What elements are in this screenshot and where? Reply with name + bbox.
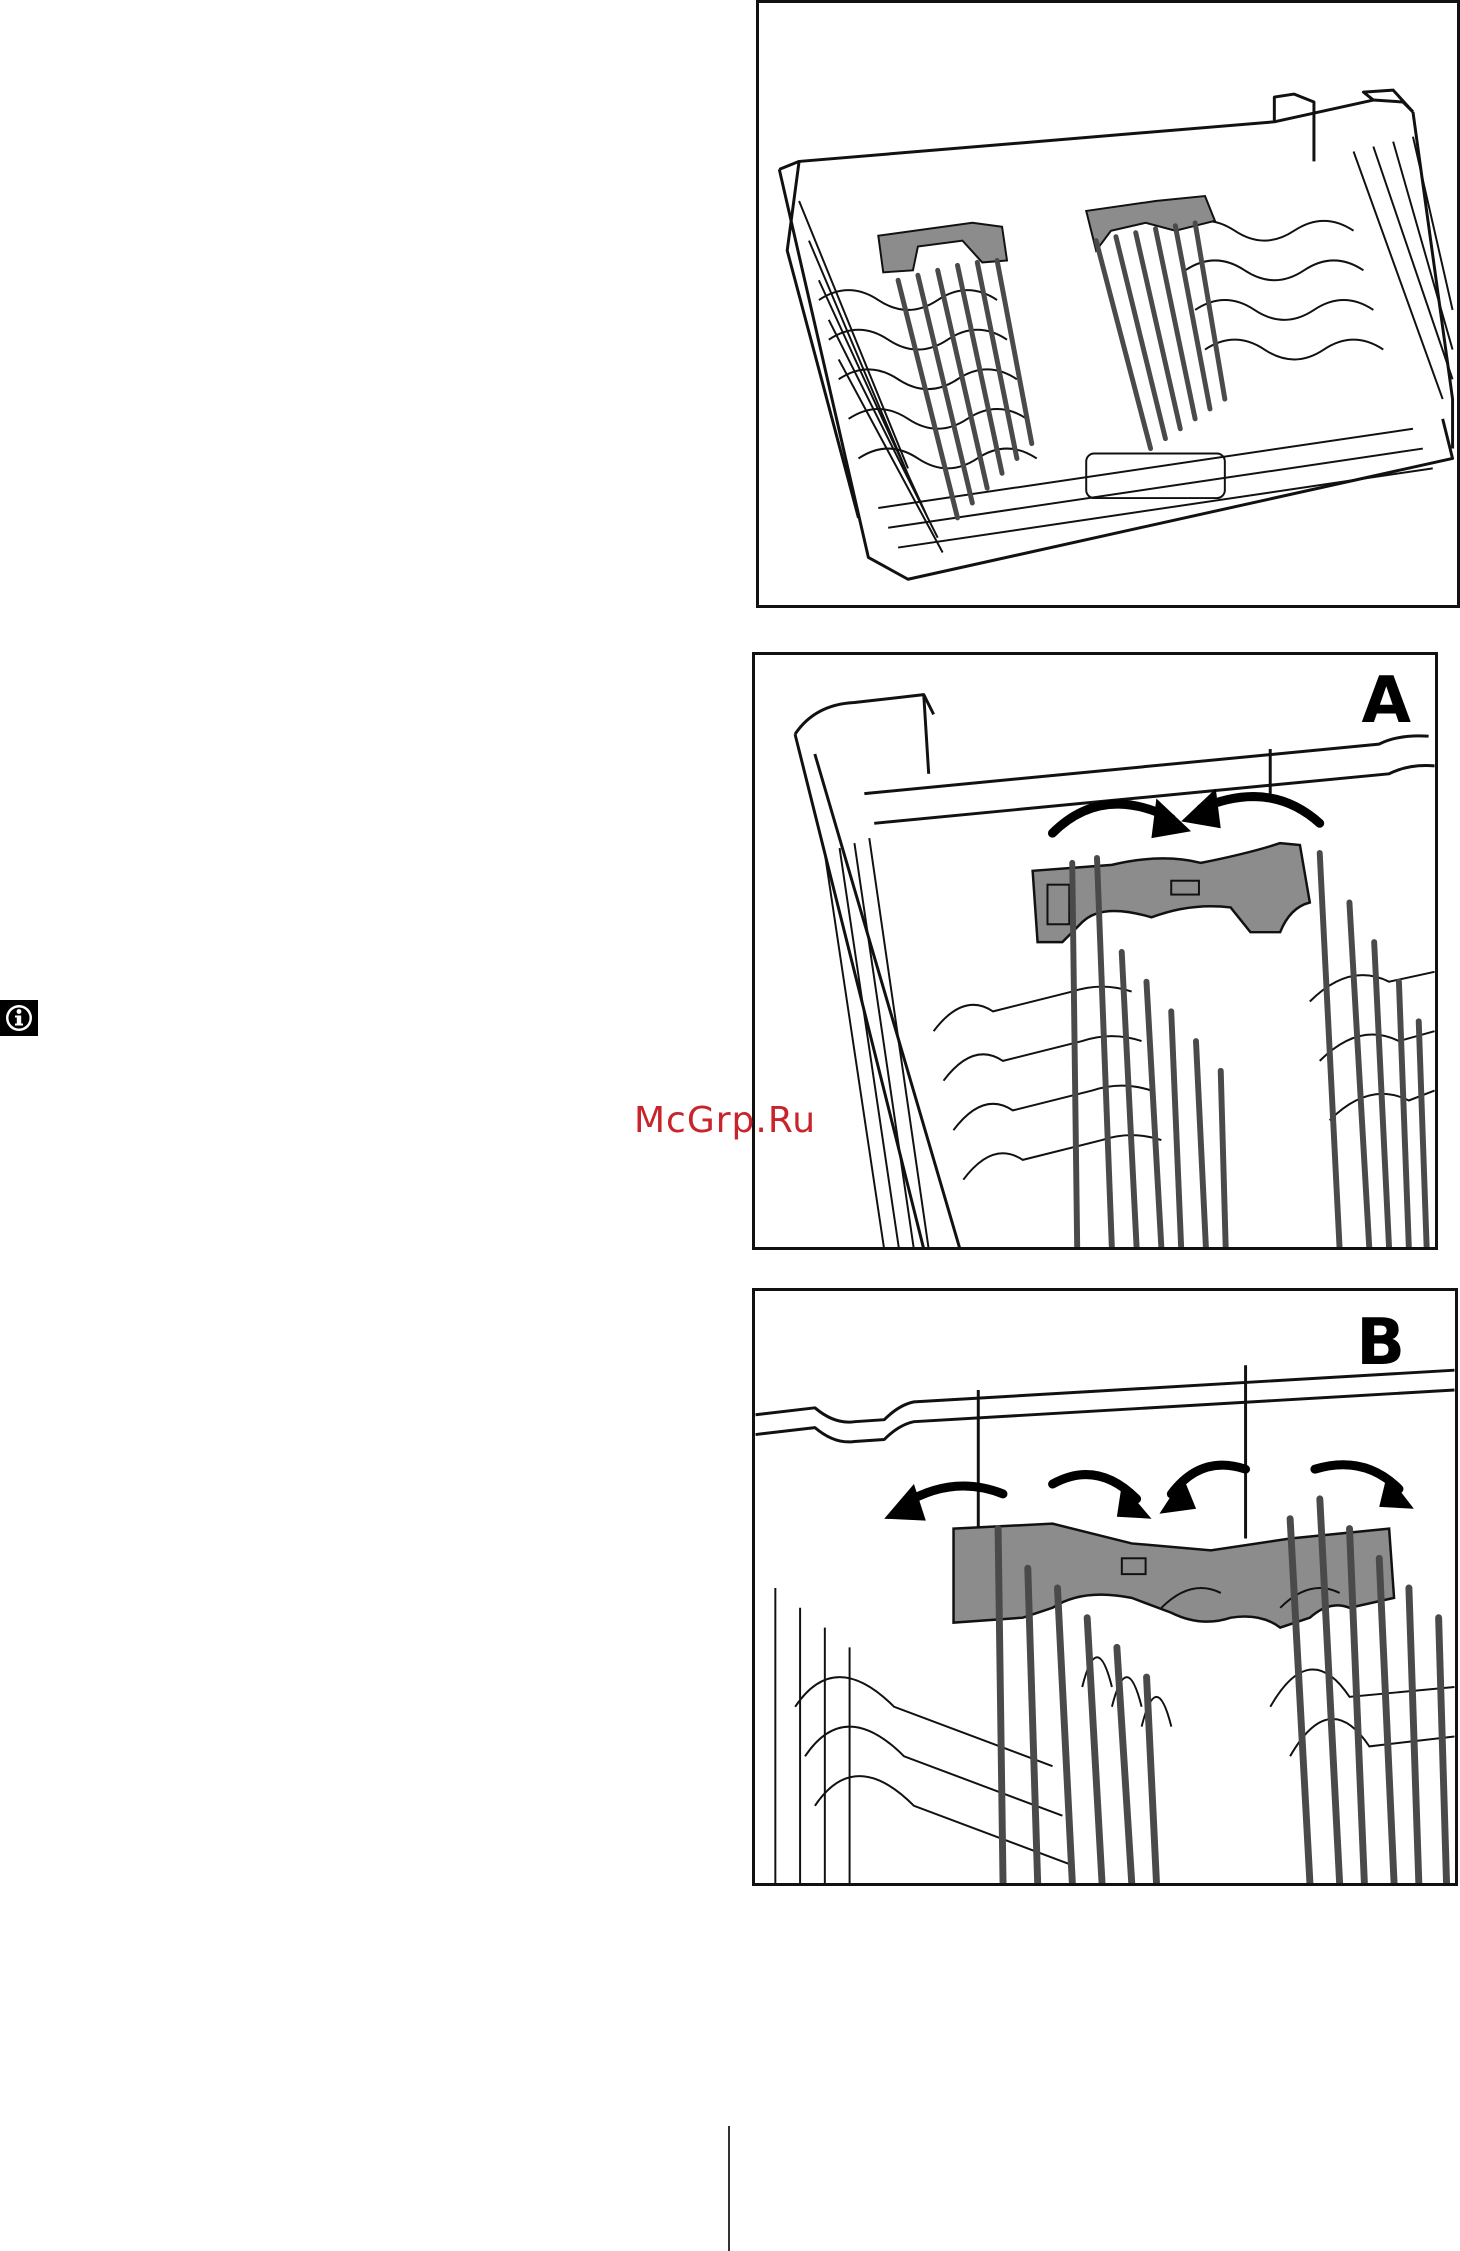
- upper-basket-illustration: [759, 3, 1457, 605]
- cutlery-holder-illustration-a: [755, 655, 1435, 1247]
- info-icon: [0, 1000, 38, 1036]
- curved-arrow-icon: [1053, 1475, 1152, 1519]
- figure-label: A: [1361, 669, 1411, 733]
- page-divider: [728, 2126, 730, 2251]
- curved-arrow-icon: [884, 1484, 1003, 1521]
- watermark-text: McGrp.Ru: [634, 1100, 816, 1141]
- cutlery-holder-illustration-b: [755, 1291, 1455, 1883]
- figure-step-a: A: [752, 652, 1438, 1250]
- curved-arrow-icon: [1159, 1465, 1245, 1514]
- figure-step-b: B: [752, 1288, 1458, 1886]
- curved-arrow-icon: [1315, 1465, 1414, 1509]
- figure-label: B: [1356, 1311, 1405, 1375]
- figure-upper-basket: [756, 0, 1460, 608]
- curved-arrow-icon: [1181, 789, 1320, 829]
